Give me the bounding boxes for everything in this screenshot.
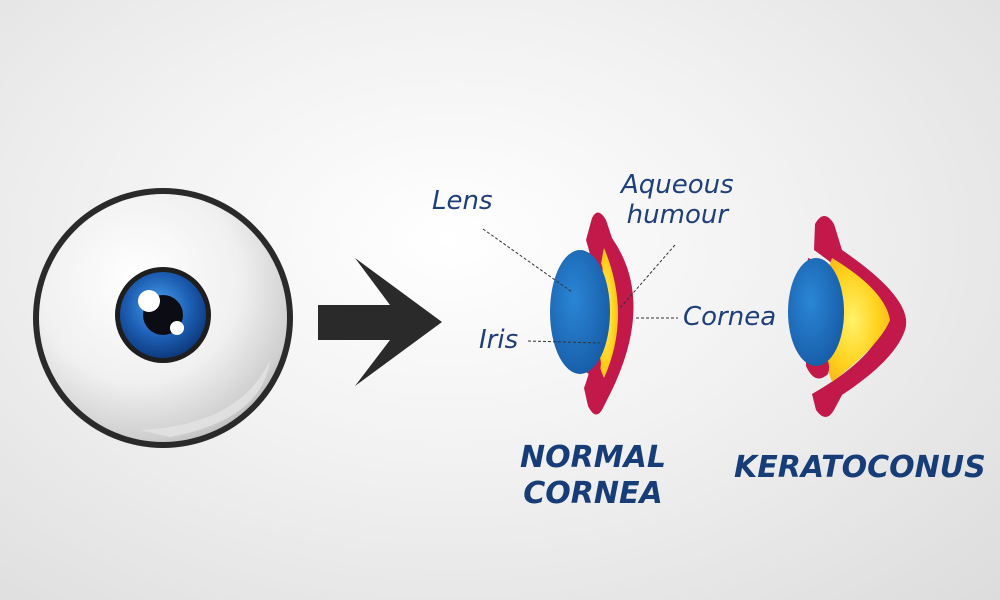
eyeball-icon [33, 188, 293, 448]
normal-title-line2: CORNEA [523, 476, 663, 511]
keratoconus-title: KERATOCONUS [734, 450, 986, 485]
normal-cornea-cross-section [550, 212, 634, 415]
right-arrow-icon [318, 258, 442, 386]
iris-pointer-line [527, 340, 601, 344]
keratoconus-cross-section [788, 216, 907, 417]
cornea-label: Cornea [683, 302, 777, 332]
lens-pointer-line [482, 228, 573, 293]
aqueous-label-line2: humour [626, 199, 729, 230]
normal-title-line1: NORMAL [520, 440, 666, 475]
lens-label: Lens [432, 186, 493, 216]
aqueous-label-line1: Aqueous [621, 170, 734, 200]
normal-cornea-title: NORMAL CORNEA [518, 440, 668, 512]
iris-label: Iris [479, 325, 519, 355]
aqueous-humour-label: Aqueous humour [621, 170, 734, 231]
pointer-lines [482, 228, 678, 344]
aqueous-pointer-line [619, 244, 676, 309]
